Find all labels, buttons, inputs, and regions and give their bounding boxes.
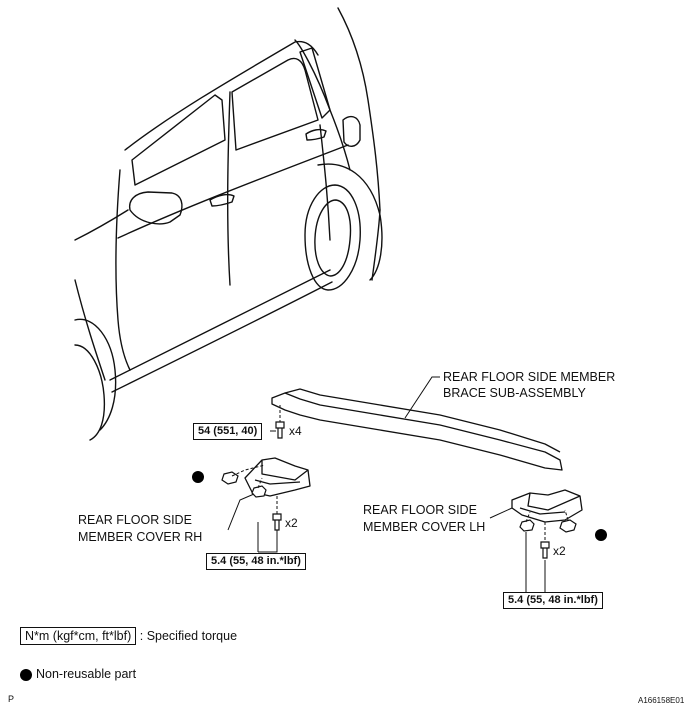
lh-cover-face: [527, 492, 581, 511]
car-front-door-edge: [115, 169, 131, 371]
rh-bolt-qty: x2: [285, 516, 298, 530]
lh-cover-label-line2: MEMBER COVER LH: [363, 520, 486, 534]
lh-torque-box: 5.4 (55, 48 in.*lbf): [503, 592, 603, 609]
car-rear-wheel-inner: [314, 199, 352, 277]
lh-cover-leader: [489, 507, 513, 519]
brace-torque-box: 54 (551, 40): [193, 423, 263, 440]
car-front-handle: [209, 193, 235, 207]
rh-cover-label-line1: REAR FLOOR SIDE: [78, 513, 192, 527]
brace-label-line1: REAR FLOOR SIDE MEMBER: [443, 370, 616, 384]
rh-nut2-dash: [257, 477, 263, 489]
car-rocker: [109, 269, 331, 381]
nonreusable-legend-desc: Non-reusable part: [36, 667, 137, 681]
lh-nonreusable-dot: [595, 529, 607, 541]
car-belt-line: [117, 144, 349, 239]
car-mirror: [128, 191, 183, 225]
lh-torque-leader: [525, 532, 546, 592]
car-quarter-window: [299, 47, 331, 119]
lh-cover-body: [511, 489, 583, 523]
brace-label-leader: [404, 376, 440, 419]
torque-legend: N*m (kgf*cm, ft*lbf) : Specified torque: [20, 627, 237, 645]
lh-nut2-dash: [525, 511, 531, 523]
car-rear-handle: [305, 128, 327, 141]
lh-nut-dash: [564, 509, 569, 521]
car-rear-door-window: [231, 57, 319, 151]
rh-cover-leader: [227, 493, 255, 531]
car-door-split: [226, 91, 231, 286]
torque-legend-desc: : Specified torque: [139, 629, 238, 643]
rh-torque-leader: [257, 522, 278, 553]
lh-bolt-qty: x2: [553, 544, 566, 558]
car-rocker-lower: [111, 281, 333, 393]
rh-cover-label-line2: MEMBER COVER RH: [78, 530, 203, 544]
car-front-fender: [74, 279, 106, 381]
footer-left-mark: P: [8, 694, 15, 704]
lh-cover-label-line1: REAR FLOOR SIDE: [363, 503, 477, 517]
rh-bolt: [272, 513, 282, 531]
torque-unit-box: N*m (kgf*cm, ft*lbf): [20, 627, 137, 645]
brace-label-line2: BRACE SUB-ASSEMBLY: [443, 386, 586, 400]
rh-cover-face: [261, 460, 309, 481]
lh-nut-lower: [519, 519, 535, 532]
car-front-wheel: [74, 344, 106, 441]
car-window-top: [124, 40, 319, 151]
brace-bolt-qty: x4: [289, 424, 302, 438]
car-hood-line: [74, 209, 129, 241]
car-rear-body: [371, 209, 381, 281]
car-fuel-door: [342, 115, 361, 147]
car-rear-wheel-outer: [304, 184, 361, 291]
car-front-window: [131, 94, 226, 186]
lh-cover-rib: [519, 507, 566, 515]
rh-nonreusable-dot: [192, 471, 204, 483]
car-roof-line: [337, 7, 381, 211]
legend-nonreusable-dot: [20, 669, 32, 681]
car-front-arch: [74, 318, 117, 431]
lh-bolt: [540, 541, 550, 559]
brace-body: [271, 392, 563, 471]
car-rear-door-edge: [319, 124, 331, 241]
brace-bolt: [275, 421, 285, 439]
rh-cover-rib: [254, 479, 301, 485]
rh-nut-lower: [251, 485, 267, 498]
lh-nut-right: [559, 519, 577, 533]
rh-nut-left: [221, 471, 239, 485]
figure-id: A166158E01: [638, 696, 685, 705]
rh-torque-box: 5.4 (55, 48 in.*lbf): [206, 553, 306, 570]
